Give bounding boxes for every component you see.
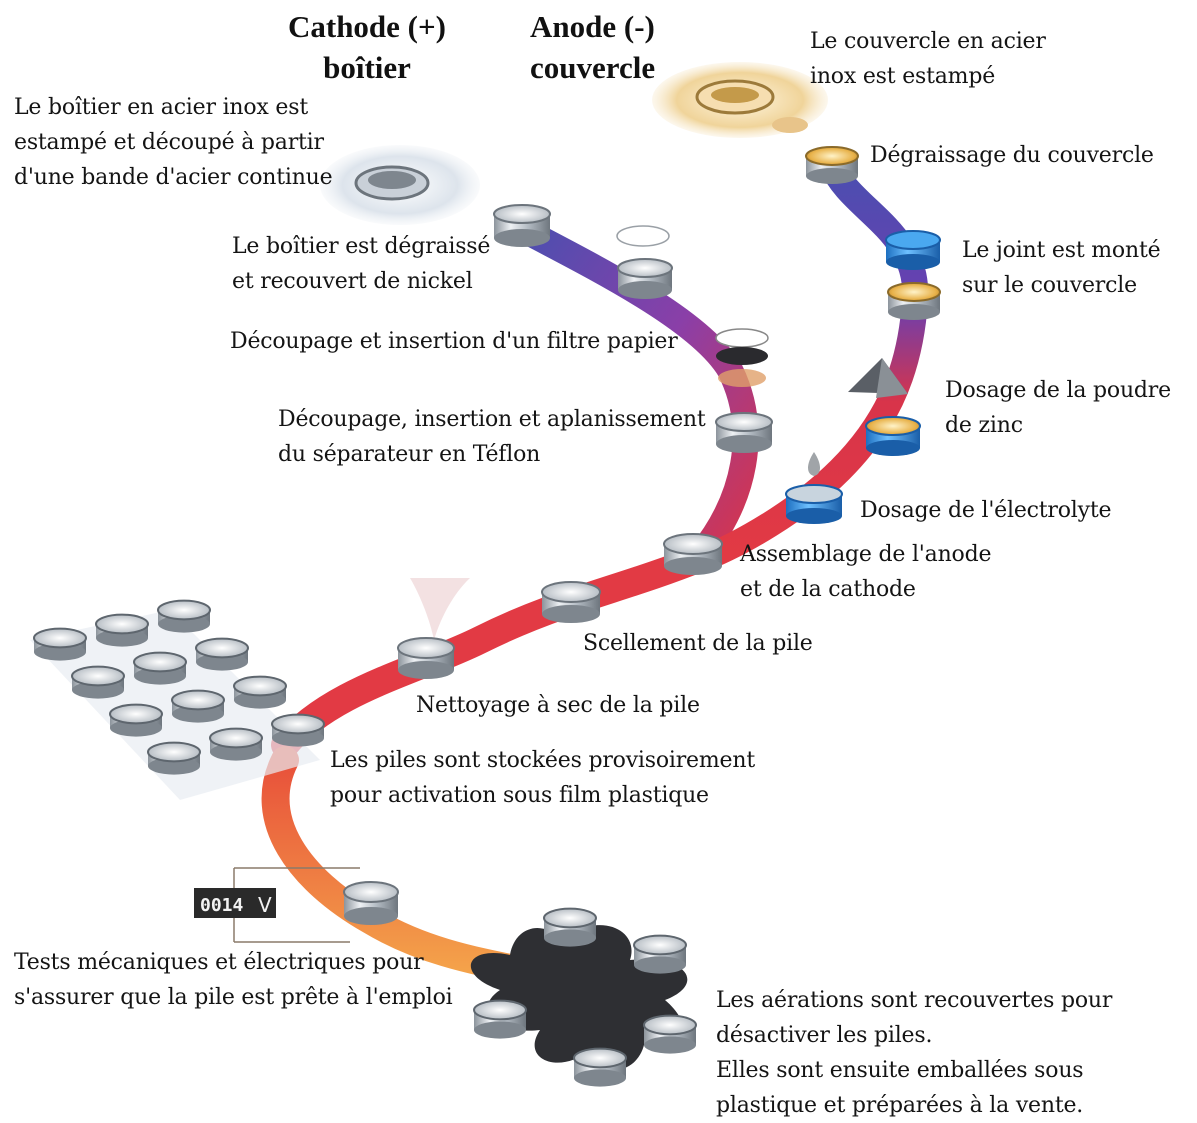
cleaning-spray-icon xyxy=(410,578,470,640)
label-line: Découpage et insertion d'un filtre papie… xyxy=(230,329,678,354)
label-line: du séparateur en Téflon xyxy=(278,442,541,467)
voltmeter-digits: 0014 xyxy=(200,895,244,916)
label-line: désactiver les piles. xyxy=(716,1023,933,1048)
label-zinc: Dosage de la poudre de zinc xyxy=(945,373,1171,443)
cathode-header-line1: Cathode (+) xyxy=(287,9,446,44)
label-line: Tests mécaniques et électriques pour xyxy=(14,950,424,975)
label-line: et recouvert de nickel xyxy=(232,269,473,294)
label-line: inox est estampé xyxy=(810,64,996,89)
label-cathode-stamp: Le boîtier en acier inox est estampé et … xyxy=(14,90,333,195)
label-line: s'assurer que la pile est prête à l'empl… xyxy=(14,985,453,1010)
electrolyte-drop-icon xyxy=(808,452,820,476)
cathode-can-2 xyxy=(617,258,673,299)
label-tests: Tests mécaniques et électriques pour s'a… xyxy=(14,945,453,1015)
label-filter: Découpage et insertion d'un filtre papie… xyxy=(230,324,678,359)
lid-zinc-cap xyxy=(865,416,921,456)
assembled-cell xyxy=(663,533,723,575)
voltmeter-icon: 0014 V xyxy=(194,867,360,943)
stored-cell xyxy=(71,665,125,699)
label-storage: Les piles sont stockées provisoirement p… xyxy=(330,743,755,813)
label-electrolyte: Dosage de l'électrolyte xyxy=(860,493,1111,528)
label-line: Nettoyage à sec de la pile xyxy=(416,693,700,718)
stored-cell xyxy=(109,703,163,737)
stored-cell xyxy=(209,727,263,761)
stored-cell xyxy=(271,713,325,747)
label-line: sur le couvercle xyxy=(962,273,1137,298)
label-lid-stamp: Le couvercle en acier inox est estampé xyxy=(810,24,1046,94)
stored-cell xyxy=(95,613,149,647)
label-line: de zinc xyxy=(945,413,1023,438)
packaged-cell xyxy=(643,1014,697,1054)
stored-cell xyxy=(33,627,87,661)
label-line: Assemblage de l'anode xyxy=(740,542,992,567)
cathode-can-3 xyxy=(715,412,773,453)
main-path xyxy=(271,544,714,759)
lid-cap-1 xyxy=(805,146,859,184)
packaged-cell xyxy=(633,934,687,974)
stored-cell xyxy=(171,689,225,723)
packaged-cell xyxy=(473,999,527,1039)
stored-cell xyxy=(147,741,201,775)
label-assembly: Assemblage de l'anode et de la cathode xyxy=(740,537,991,607)
label-packaging: Les aérations sont recouvertes pour désa… xyxy=(716,983,1112,1123)
label-line: Dégraissage du couvercle xyxy=(870,143,1154,168)
lid-sheet-icon xyxy=(652,62,828,138)
stored-cell xyxy=(157,599,211,633)
stored-cell xyxy=(195,637,249,671)
tested-cell xyxy=(343,881,399,925)
label-separator: Découpage, insertion et aplanissement du… xyxy=(278,402,706,472)
label-line: Découpage, insertion et aplanissement xyxy=(278,407,706,432)
label-seal: Le joint est monté sur le couvercle xyxy=(962,233,1161,303)
label-line: Les piles sont stockées provisoirement xyxy=(330,748,755,773)
label-line: Le boîtier en acier inox est xyxy=(14,95,308,120)
cleaned-cell xyxy=(397,637,455,679)
label-line: plastique et préparées à la vente. xyxy=(716,1093,1084,1118)
anode-header: Anode (-) couvercle xyxy=(530,6,710,88)
label-line: Les aérations sont recouvertes pour xyxy=(716,988,1113,1013)
sealed-cell xyxy=(541,581,601,623)
cathode-sheet-icon xyxy=(320,145,480,225)
packaged-cell xyxy=(543,907,597,947)
label-line: Le couvercle en acier xyxy=(810,29,1046,54)
label-line: pour activation sous film plastique xyxy=(330,783,709,808)
anode-header-line1: Anode (-) xyxy=(530,9,655,44)
lid-seal-icon xyxy=(885,230,941,270)
storage-tray-icon xyxy=(30,599,325,800)
label-line: estampé et découpé à partir xyxy=(14,130,324,155)
zinc-powder-icon xyxy=(848,358,908,398)
label-line: Le joint est monté xyxy=(962,238,1161,263)
label-line: Elles sont ensuite emballées sous xyxy=(716,1058,1084,1083)
packaged-cell xyxy=(573,1047,627,1087)
label-line: Dosage de la poudre xyxy=(945,378,1171,403)
packaging-star-icon xyxy=(470,907,697,1087)
cathode-header: Cathode (+) boîtier xyxy=(262,6,472,88)
label-line: Dosage de l'électrolyte xyxy=(860,498,1112,523)
lid-cap-2 xyxy=(887,282,941,320)
label-sealing: Scellement de la pile xyxy=(583,626,813,661)
label-cleaning: Nettoyage à sec de la pile xyxy=(416,688,700,723)
stored-cell xyxy=(233,675,287,709)
label-line: Scellement de la pile xyxy=(583,631,813,656)
lid-electrolyte-cap xyxy=(785,484,843,524)
separator-stack-icon xyxy=(715,328,769,387)
voltmeter-unit: V xyxy=(258,893,272,917)
label-line: Le boîtier est dégraissé xyxy=(232,234,491,259)
cathode-can-1 xyxy=(493,204,551,247)
filter-disc-icon xyxy=(616,225,670,247)
label-lid-degrease: Dégraissage du couvercle xyxy=(870,138,1154,173)
anode-header-line2: couvercle xyxy=(530,50,656,85)
label-cathode-degrease: Le boîtier est dégraissé et recouvert de… xyxy=(232,229,490,299)
label-line: et de la cathode xyxy=(740,577,916,602)
stored-cell xyxy=(133,651,187,685)
cathode-path xyxy=(507,215,759,568)
cathode-header-line2: boîtier xyxy=(323,50,411,85)
label-line: d'une bande d'acier continue xyxy=(14,165,333,190)
